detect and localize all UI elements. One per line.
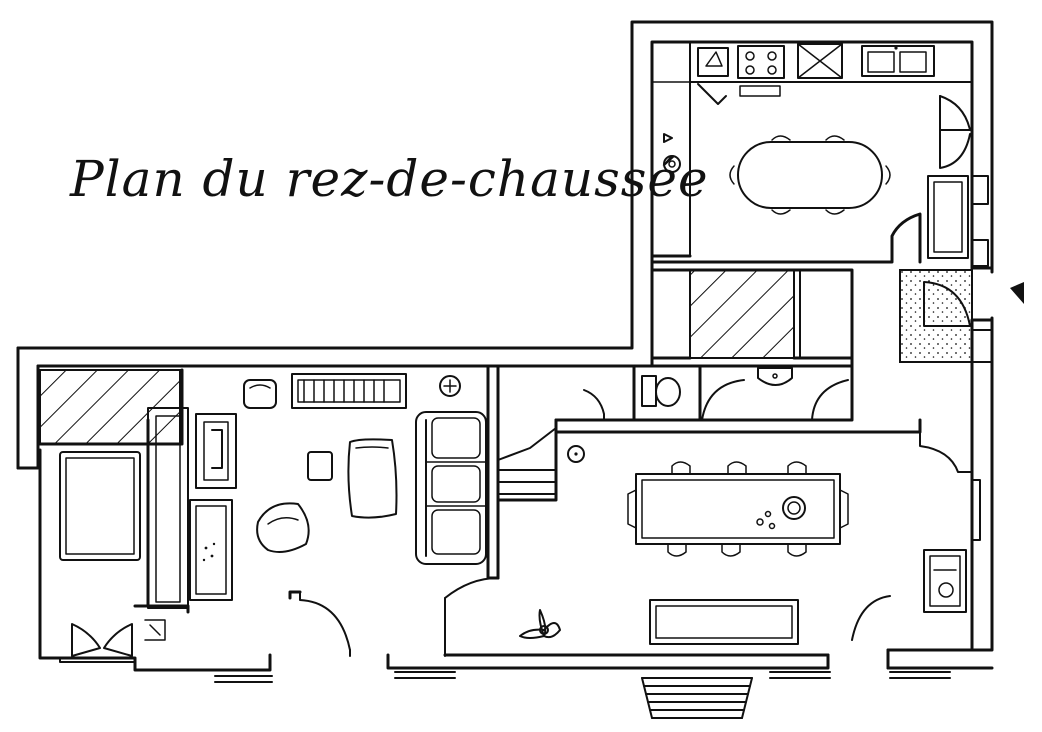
entry-steps: [641, 677, 753, 719]
dining-room: [519, 418, 981, 645]
exterior-walls: [16, 20, 994, 683]
stair-hall: [496, 364, 636, 502]
wc-bathroom: [634, 268, 854, 422]
left-wing: [36, 368, 190, 663]
living-room: [189, 364, 500, 657]
entrance-marker: [1010, 282, 1024, 304]
entry-vestibule: [899, 266, 994, 363]
kitchen: [650, 41, 989, 267]
